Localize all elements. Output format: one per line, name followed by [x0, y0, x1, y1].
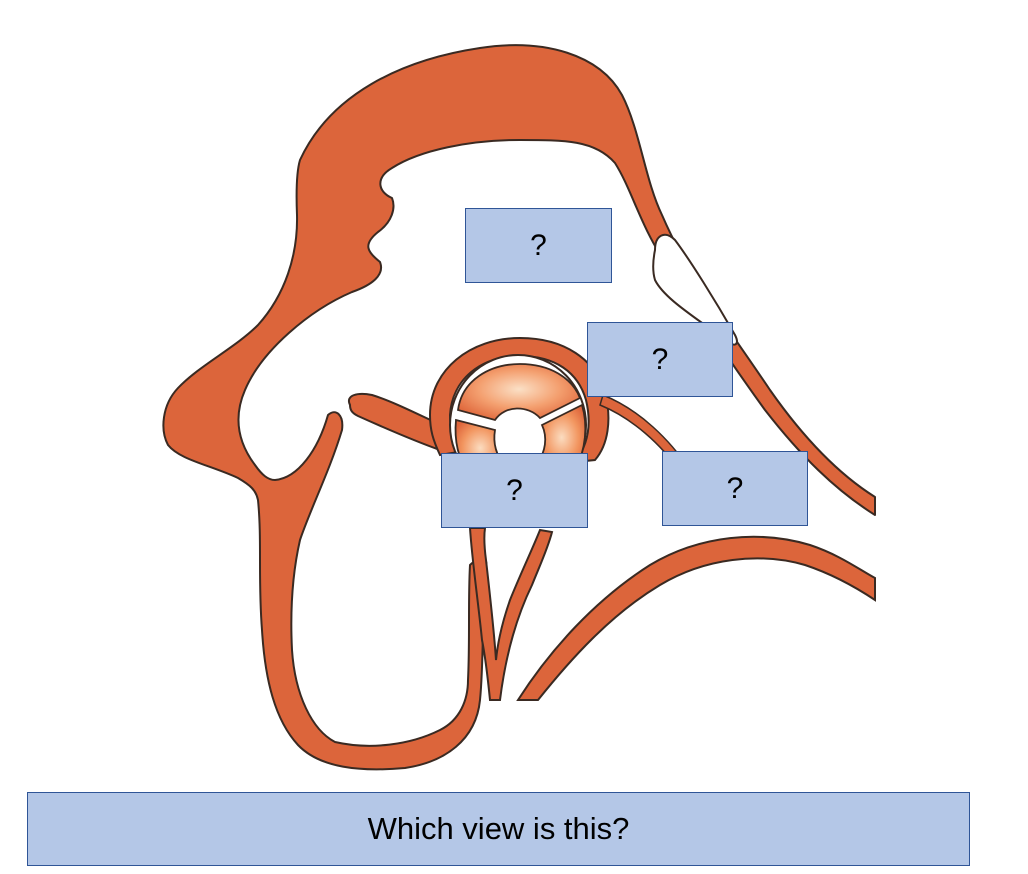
valve-cusp-top: [457, 363, 582, 422]
label-text-lower-right: ?: [726, 471, 744, 505]
label-text-middle-right: ?: [651, 342, 669, 376]
inner-small-loop: [652, 233, 738, 346]
label-box-lower-left[interactable]: ?: [441, 453, 588, 528]
label-text-lower-left: ?: [506, 473, 523, 507]
label-text-upper: ?: [530, 228, 547, 262]
question-banner: Which view is this?: [27, 792, 970, 866]
ventricular-wall-strip: [516, 535, 876, 701]
question-text: Which view is this?: [367, 811, 630, 846]
label-box-lower-right[interactable]: ?: [662, 451, 808, 526]
label-box-upper[interactable]: ?: [465, 208, 612, 283]
aortic-lower-wall: [468, 527, 554, 701]
label-box-middle-right[interactable]: ?: [587, 322, 733, 397]
heart-outer-wall: [162, 44, 876, 771]
